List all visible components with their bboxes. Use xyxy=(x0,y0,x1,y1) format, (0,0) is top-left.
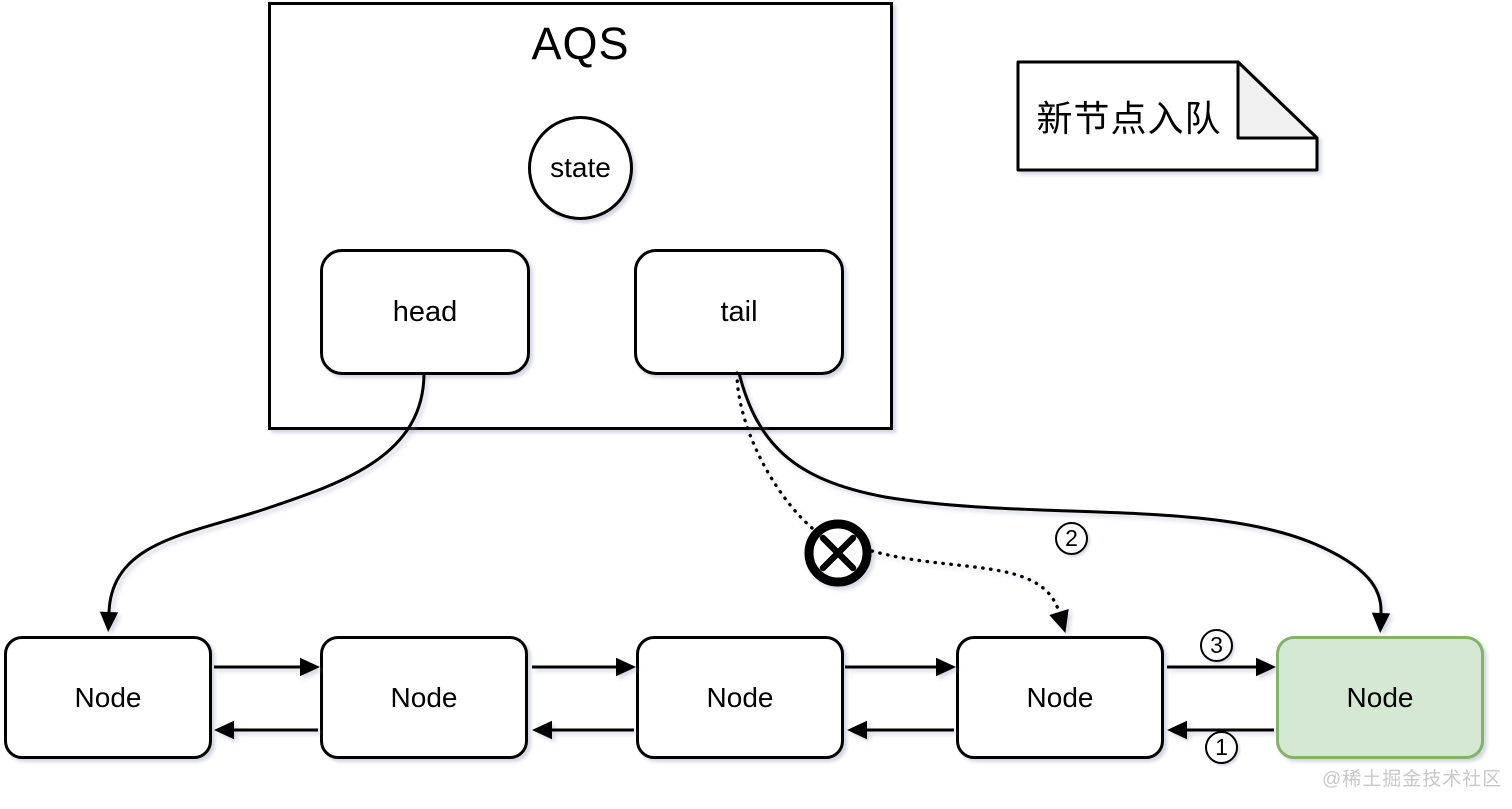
crossed-circle-icon xyxy=(804,519,872,587)
queue-node-4: Node xyxy=(956,636,1164,759)
head-box: head xyxy=(320,249,530,375)
watermark: @稀土掘金技术社区 xyxy=(1322,769,1503,790)
tail-box: tail xyxy=(634,249,844,375)
step-3-number: 3 xyxy=(1210,632,1223,658)
note-fold-corner xyxy=(1236,60,1319,140)
queue-node-2: Node xyxy=(320,636,528,759)
step-2-number: 2 xyxy=(1065,525,1078,551)
aqs-title: AQS xyxy=(531,18,630,69)
node-label: Node xyxy=(1026,681,1094,713)
step-3-badge: 3 xyxy=(1200,629,1233,662)
note-label: 新节点入队 xyxy=(1036,98,1222,139)
queue-node-new: Node xyxy=(1276,636,1484,759)
queue-node-3: Node xyxy=(636,636,844,759)
node-label: Node xyxy=(390,681,458,713)
tail-label: tail xyxy=(720,295,758,328)
queue-node-1: Node xyxy=(4,636,212,759)
state-label: state xyxy=(550,152,611,183)
head-label: head xyxy=(392,295,458,328)
state-circle: state xyxy=(528,116,633,220)
old-pointer-to-node4-dotted xyxy=(870,549,1069,634)
step-1-badge: 1 xyxy=(1205,731,1238,764)
node-label: Node xyxy=(1346,681,1414,713)
step-1-number: 1 xyxy=(1215,734,1228,760)
step-2-badge: 2 xyxy=(1055,522,1088,555)
node-label: Node xyxy=(74,681,142,713)
node-label: Node xyxy=(706,681,774,713)
